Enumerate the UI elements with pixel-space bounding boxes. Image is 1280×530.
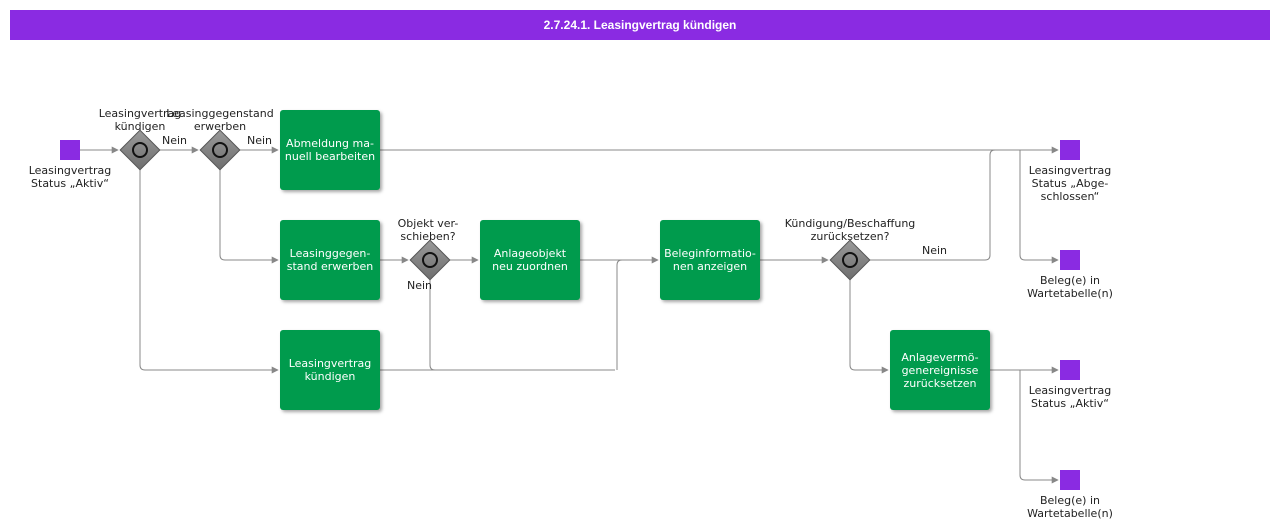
edge-label-no-2: Nein [247,134,273,147]
gateway-acquire-label: Leasinggegenstand erwerben [166,107,274,133]
edge-label-no-3: Nein [407,279,433,292]
end-event-queue-1-label: Beleg(e) in Wartetabelle(n) [1027,274,1113,300]
edge-label-no-1: Nein [162,134,188,147]
function-terminate-contract: Leasingvertrag kündigen [280,330,380,410]
gateway-terminate-diamond [119,129,161,171]
gateway-move-object-diamond [409,239,451,281]
start-event [60,140,80,160]
edge-label-no-4: Nein [922,244,948,257]
gateway-reset-label: Kündigung/Beschaffung zurücksetzen? [784,217,916,243]
function-reassign-asset: Anlageobjekt neu zuordnen [480,220,580,300]
end-event-closed [1060,140,1080,160]
function-reset-asset-events: Anlagevermö- genereignisse zurücksetzen [890,330,990,410]
end-event-queue-1 [1060,250,1080,270]
end-event-active-label: Leasingvertrag Status „Aktiv“ [1028,384,1112,410]
start-event-label: Leasingvertrag Status „Aktiv“ [28,164,112,190]
end-event-queue-2 [1060,470,1080,490]
function-show-document-info: Beleginformatio- nen anzeigen [660,220,760,300]
diagram-title: 2.7.24.1. Leasingvertrag kündigen [10,10,1270,40]
function-manual-deregistration: Abmeldung ma- nuell bearbeiten [280,110,380,190]
gateway-acquire-diamond [199,129,241,171]
gateway-terminate-label: Leasingvertrag kündigen [98,107,182,133]
end-event-active [1060,360,1080,380]
gateway-reset-diamond [829,239,871,281]
end-event-closed-label: Leasingvertrag Status „Abge- schlossen“ [1028,164,1112,203]
gateway-move-object-label: Objekt ver- schieben? [397,217,459,243]
function-acquire-asset: Leasinggegen- stand erwerben [280,220,380,300]
end-event-queue-2-label: Beleg(e) in Wartetabelle(n) [1027,494,1113,520]
